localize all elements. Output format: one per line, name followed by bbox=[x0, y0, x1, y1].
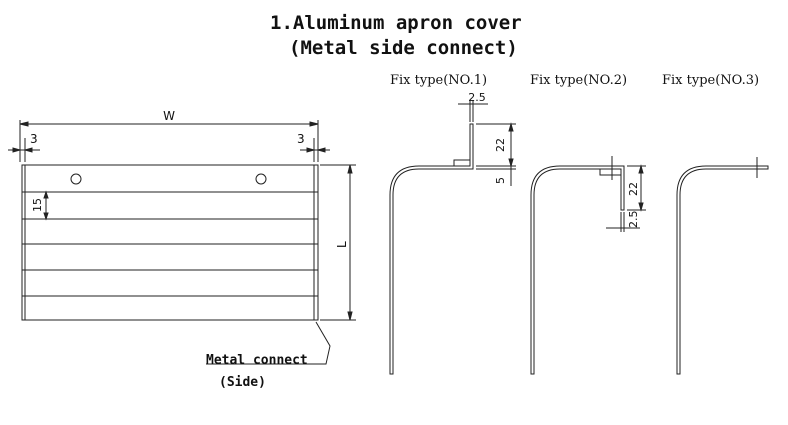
fix-type-3-label: Fix type(NO.3) bbox=[662, 73, 760, 88]
arrow-head bbox=[43, 212, 49, 221]
arrow-head bbox=[309, 121, 319, 127]
fix-type-2-profile bbox=[530, 156, 646, 375]
arrow-head bbox=[347, 164, 353, 174]
right-margin-label: 3 bbox=[297, 132, 305, 146]
profile-1-flange bbox=[453, 159, 471, 167]
arrow-head bbox=[306, 147, 316, 153]
arrow-head bbox=[43, 190, 49, 199]
arrow-head bbox=[508, 158, 514, 168]
arrow-head bbox=[12, 147, 22, 153]
fix1-thickness-label: 2.5 bbox=[468, 91, 486, 104]
apron-outline bbox=[21, 164, 319, 321]
arrow-head bbox=[347, 311, 353, 321]
profile-2-flange bbox=[599, 168, 622, 176]
mounting-hole-right bbox=[255, 173, 267, 185]
fix2-height-label: 22 bbox=[627, 182, 640, 196]
mounting-hole-left bbox=[70, 173, 82, 185]
apron-front-view bbox=[8, 120, 356, 365]
fix-type-1-label: Fix type(NO.1) bbox=[390, 73, 488, 88]
fix-type-2-label: Fix type(NO.2) bbox=[530, 73, 628, 88]
arrow-head bbox=[316, 147, 326, 153]
metal-connect-label: Metal connect bbox=[206, 353, 308, 368]
fix1-offset-label: 5 bbox=[494, 177, 507, 184]
slat-height-label: 15 bbox=[31, 198, 44, 212]
metal-connect-leader bbox=[206, 321, 331, 365]
arrow-head bbox=[23, 147, 33, 153]
fix-type-1-profile bbox=[389, 100, 516, 375]
arrow-head bbox=[19, 121, 29, 127]
drawing-subtitle: (Metal side connect) bbox=[289, 37, 518, 59]
width-label: W bbox=[163, 109, 175, 123]
arrow-head bbox=[508, 122, 514, 132]
profile-2-outline bbox=[530, 165, 625, 375]
arrow-head bbox=[638, 164, 644, 174]
fix1-height-label: 22 bbox=[494, 138, 507, 152]
arrow-head bbox=[638, 202, 644, 212]
drawing-title: 1.Aluminum apron cover bbox=[270, 12, 522, 34]
fix2-thickness-label: 2.5 bbox=[627, 211, 640, 229]
left-margin-label: 3 bbox=[30, 132, 38, 146]
profile-3-outline bbox=[676, 165, 769, 375]
length-label: L bbox=[335, 241, 349, 248]
side-label: (Side) bbox=[219, 375, 266, 390]
fix-type-3-profile bbox=[676, 157, 769, 375]
profile-1-outline bbox=[389, 123, 474, 375]
